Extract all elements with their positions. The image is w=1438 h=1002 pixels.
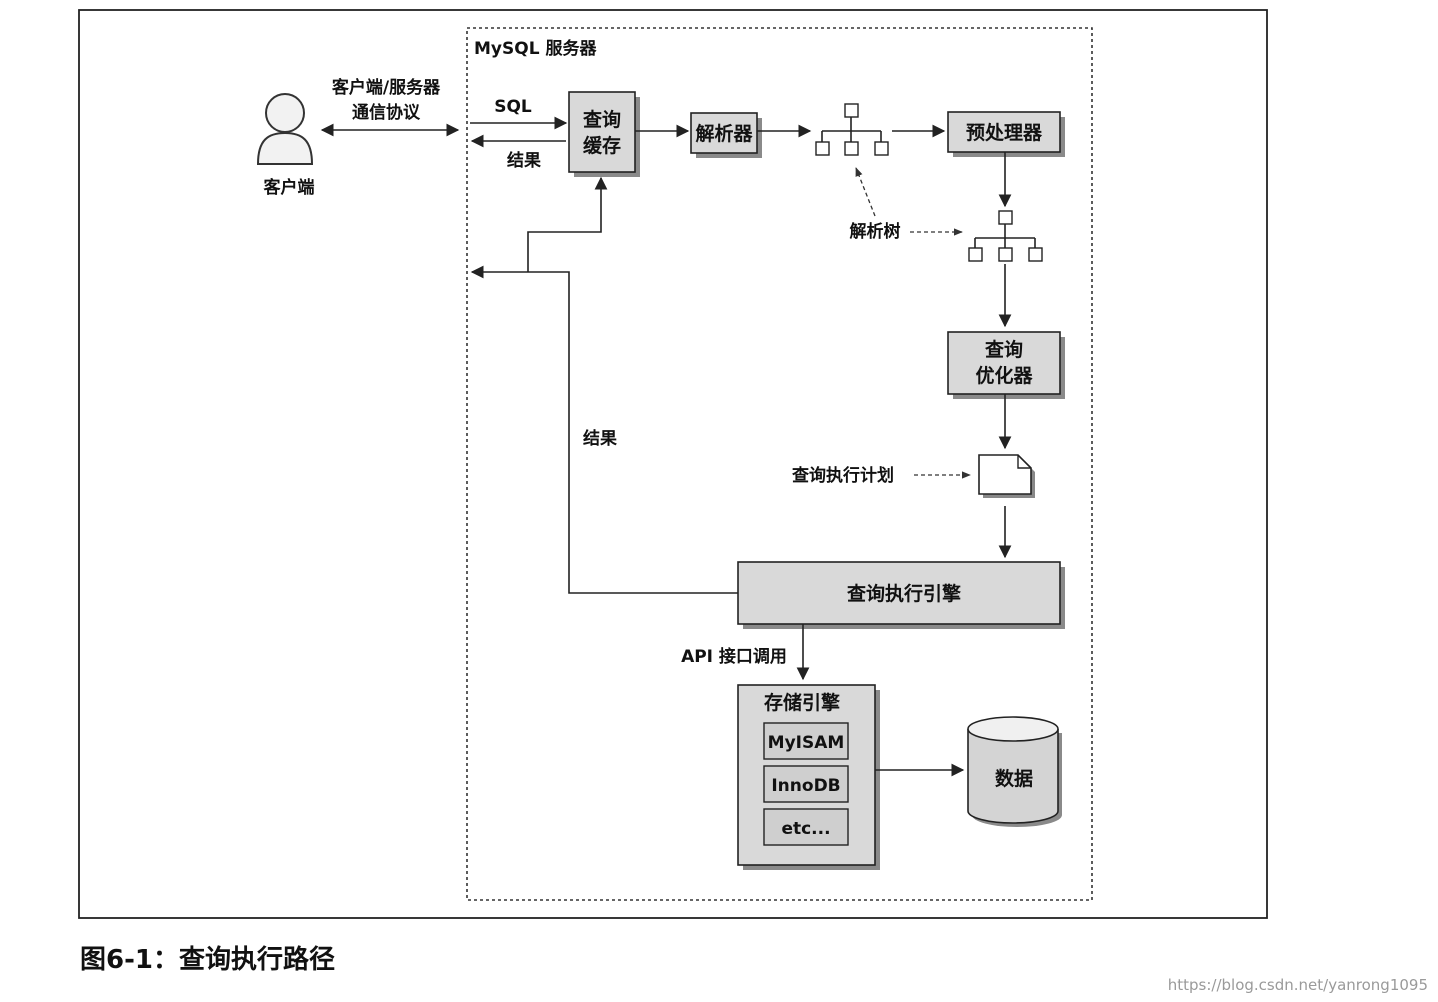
- engine-etc-label: etc...: [781, 819, 830, 839]
- execution-engine-box: [737, 561, 1065, 629]
- engine-etc-box: [763, 808, 849, 846]
- server-title: MySQL 服务器: [474, 38, 597, 59]
- figure-frame: [78, 9, 1268, 919]
- engine-innodb-box: [763, 765, 849, 803]
- document-icon: [978, 454, 1035, 498]
- mysql-server-boundary: [466, 27, 1093, 901]
- parse-tree-pointer-1: [855, 167, 876, 217]
- query-cache-box: [568, 91, 640, 177]
- storage-engine-title: 存储引擎: [764, 691, 840, 714]
- optimizer-label-line2: 优化器: [975, 364, 1033, 387]
- data-label: 数据: [995, 767, 1033, 790]
- query-cache-label-line2: 缓存: [583, 134, 621, 157]
- query-cache-label-line1: 查询: [582, 108, 621, 131]
- parser-label: 解析器: [695, 122, 753, 145]
- parse-tree-label: 解析树: [850, 221, 901, 242]
- execution-plan-label: 查询执行计划: [791, 465, 894, 486]
- engine-result-arrow: [470, 265, 738, 594]
- api-label: API 接口调用: [681, 646, 787, 667]
- client-label: 客户端: [263, 177, 315, 198]
- sql-label: SQL: [494, 97, 532, 117]
- result-label-top: 结果: [507, 150, 541, 171]
- execution-engine-label: 查询执行引擎: [846, 582, 961, 605]
- protocol-label-line2: 通信协议: [352, 102, 421, 123]
- preprocessor-label: 预处理器: [966, 121, 1043, 144]
- database-cylinder-icon: [967, 716, 1062, 827]
- engine-myisam-label: MyISAM: [768, 733, 845, 753]
- optimizer-label-line1: 查询: [984, 338, 1023, 361]
- parse-tree-icon: [815, 103, 889, 156]
- engine-myisam-box: [763, 722, 849, 760]
- figure-caption: 图6-1：查询执行路径: [80, 944, 335, 975]
- optimizer-box: [947, 331, 1065, 399]
- client-user-icon: [256, 93, 314, 165]
- parse-tree-2-icon: [968, 210, 1043, 262]
- result-label-side: 结果: [583, 428, 617, 449]
- engine-innodb-label: InnoDB: [771, 776, 840, 796]
- preprocessor-box: [947, 111, 1065, 157]
- protocol-label-line1: 客户端/服务器: [331, 77, 441, 98]
- watermark: https://blog.csdn.net/yanrong1095: [1168, 976, 1428, 994]
- parser-box: [690, 112, 762, 158]
- engine-to-cache-arrow: [527, 176, 608, 272]
